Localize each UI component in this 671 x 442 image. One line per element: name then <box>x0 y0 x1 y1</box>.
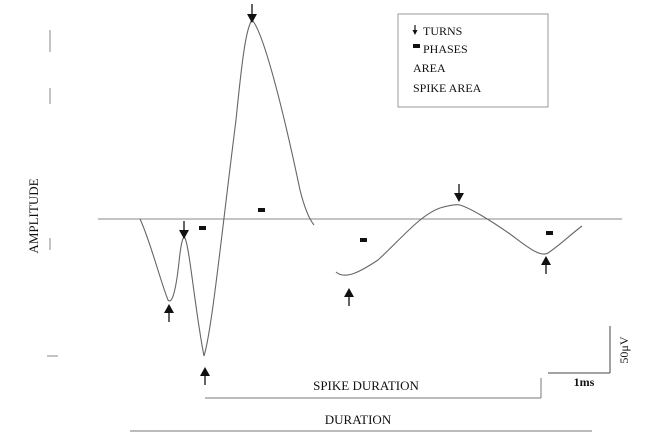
phase-dash-2 <box>258 208 265 212</box>
turn-arrow-down-2 <box>179 221 189 239</box>
scale-amplitude-label: 50μV <box>617 336 631 363</box>
legend-turns-icon <box>412 25 418 35</box>
turn-arrow-up-4 <box>541 256 551 274</box>
spike-duration-bracket <box>205 378 542 399</box>
legend-box <box>397 13 549 108</box>
scale-bar <box>548 326 611 374</box>
legend-area-label: AREA <box>413 61 446 75</box>
legend-turns-label: TURNS <box>423 24 462 38</box>
legend-spike-area-label: SPIKE AREA <box>413 81 482 95</box>
spike-duration-label: SPIKE DURATION <box>313 378 419 393</box>
phase-dash-4 <box>546 231 553 235</box>
legend: TURNS PHASES AREA SPIKE AREA <box>397 13 549 108</box>
y-axis-label: AMPLITUDE <box>26 178 41 253</box>
legend-phases-label: PHASES <box>423 42 468 56</box>
phase-dash-3 <box>360 238 367 242</box>
turn-arrow-down-1 <box>247 4 257 23</box>
legend-phases-icon <box>413 44 420 48</box>
duration-label: DURATION <box>325 412 392 427</box>
turn-arrow-up-3 <box>344 288 354 306</box>
muap-waveform <box>139 19 583 357</box>
turn-arrow-up-2 <box>200 367 210 385</box>
phase-dash-1 <box>199 226 206 230</box>
scale-time-label: 1ms <box>574 375 595 389</box>
turn-arrow-down-3 <box>454 184 464 202</box>
turn-arrow-up-1 <box>164 304 174 322</box>
